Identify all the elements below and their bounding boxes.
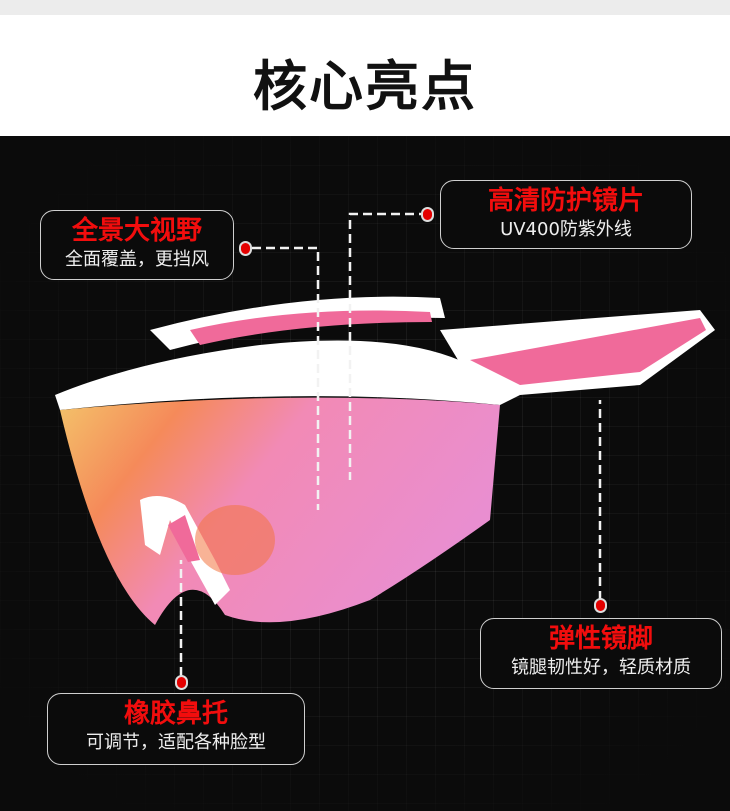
- feature-hd-lens: 高清防护镜片 UV400防紫外线: [440, 180, 692, 249]
- callout-dot: [594, 598, 607, 613]
- feature-title: 弹性镜脚: [548, 624, 653, 654]
- page-title: 核心亮点: [253, 55, 477, 118]
- top-strip: [0, 0, 730, 15]
- callout-dot: [175, 675, 188, 690]
- feature-subtitle: 可调节，适配各种脸型: [86, 732, 266, 753]
- feature-title: 全景大视野: [71, 216, 202, 246]
- callout-dot: [239, 241, 252, 256]
- feature-title: 橡胶鼻托: [123, 699, 228, 729]
- feature-subtitle: 镜腿韧性好，轻质材质: [511, 657, 691, 678]
- feature-panoramic-view: 全景大视野 全面覆盖，更挡风: [40, 210, 234, 280]
- feature-subtitle: UV400防紫外线: [500, 219, 632, 240]
- callout-dot: [421, 207, 434, 222]
- header-area: 核心亮点: [0, 0, 730, 136]
- feature-rubber-nose-pad: 橡胶鼻托 可调节，适配各种脸型: [47, 693, 305, 765]
- feature-title: 高清防护镜片: [487, 186, 644, 216]
- feature-subtitle: 全面覆盖，更挡风: [65, 249, 209, 270]
- feature-elastic-temples: 弹性镜脚 镜腿韧性好，轻质材质: [480, 618, 722, 689]
